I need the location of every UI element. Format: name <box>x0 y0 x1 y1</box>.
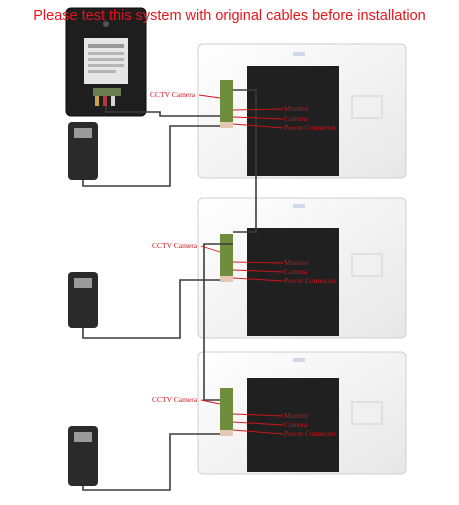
cctv-camera-label: CCTV Camera <box>152 395 198 404</box>
power-adapter-icon <box>68 122 98 180</box>
power-adapter-icon <box>68 272 98 328</box>
power-connector-label: Power Connector <box>284 429 337 438</box>
monitor-unit-icon <box>197 43 407 179</box>
monitor-label: Monitor <box>284 258 309 267</box>
door-camera-icon <box>65 7 147 117</box>
power-adapter-icon <box>68 426 98 486</box>
camera-label: Camera <box>284 267 308 276</box>
cable-lines <box>82 89 257 491</box>
monitor-label: Monitor <box>284 411 309 420</box>
cctv-camera-label: CCTV Camera <box>150 90 196 99</box>
cable-connector-icon <box>220 234 233 282</box>
monitor-unit-icon <box>197 351 407 475</box>
monitor-unit-icon <box>197 197 407 339</box>
pointer-lines <box>198 94 284 435</box>
camera-label: Camera <box>284 114 308 123</box>
page-title: Please test this system with original ca… <box>33 8 426 24</box>
cable-connector-icon <box>220 80 233 128</box>
cable-connector-icon <box>220 388 233 436</box>
power-connector-label: Power Connector <box>284 276 337 285</box>
power-connector-label: Power Connector <box>284 123 337 132</box>
monitor-label: Monitor <box>284 104 309 113</box>
camera-label: Camera <box>284 420 308 429</box>
cctv-camera-label: CCTV Camera <box>152 241 198 250</box>
